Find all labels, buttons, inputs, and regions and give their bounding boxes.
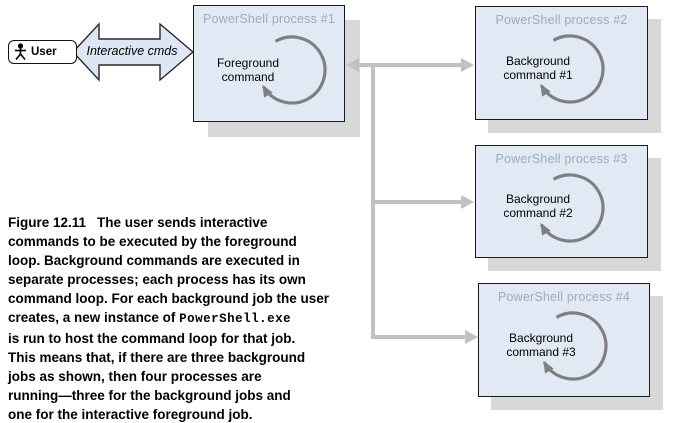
process2-command: Background command #1: [476, 54, 600, 82]
figure-caption-text-2: is run to host the command loop for that…: [8, 331, 306, 422]
connector-arrowhead-to-process2: [461, 58, 474, 72]
process3-loop-arrow-icon: [540, 173, 605, 243]
connector-shaft-to-process3: [371, 200, 461, 204]
process3-command-line1: Background: [505, 192, 571, 206]
process1-command: Foreground command: [194, 56, 302, 84]
user-node: User: [8, 40, 77, 64]
connector-shaft-to-process4: [371, 335, 465, 339]
process2-loop-arrow-icon: [540, 34, 605, 104]
process2-command-line1: Background: [505, 54, 571, 68]
interactive-cmds-label: Interactive cmds: [86, 44, 178, 58]
process3-title: PowerShell process #3: [495, 152, 628, 166]
process1-box: PowerShell process #1 Foreground command: [193, 5, 345, 122]
figure-caption-code: PowerShell.exe: [179, 312, 292, 326]
process1-command-line2: command: [221, 70, 275, 84]
process4-box: PowerShell process #4 Background command…: [478, 283, 650, 397]
process3-command-line2: command #2: [503, 206, 573, 220]
process4-command: Background command #3: [479, 331, 603, 359]
process4-loop-arrow-icon: [543, 311, 608, 381]
connector-arrowhead-to-process3: [461, 195, 474, 209]
process1-command-line1: Foreground: [216, 56, 280, 70]
process2-command-line2: command #1: [503, 68, 573, 82]
process2-box: PowerShell process #2 Background command…: [475, 6, 648, 120]
connector-shaft-p1-p2: [357, 63, 462, 67]
process3-box: PowerShell process #3 Background command…: [475, 145, 648, 258]
figure-caption-label: Figure 12.11: [8, 215, 87, 230]
process4-command-line2: command #3: [506, 345, 576, 359]
process3-command: Background command #2: [476, 192, 600, 220]
connector-arrowhead-to-process1: [346, 58, 359, 72]
process1-loop-arrow-icon: [262, 35, 327, 105]
figure-caption-text-1: The user sends interactive commands to b…: [8, 215, 330, 325]
connector-arrowhead-to-process4: [465, 330, 478, 344]
process2-title: PowerShell process #2: [495, 13, 628, 27]
process4-command-line1: Background: [508, 331, 574, 345]
user-label: User: [31, 46, 57, 58]
user-icon: [15, 43, 26, 61]
process4-title: PowerShell process #4: [497, 290, 631, 304]
process1-title: PowerShell process #1: [202, 12, 336, 26]
